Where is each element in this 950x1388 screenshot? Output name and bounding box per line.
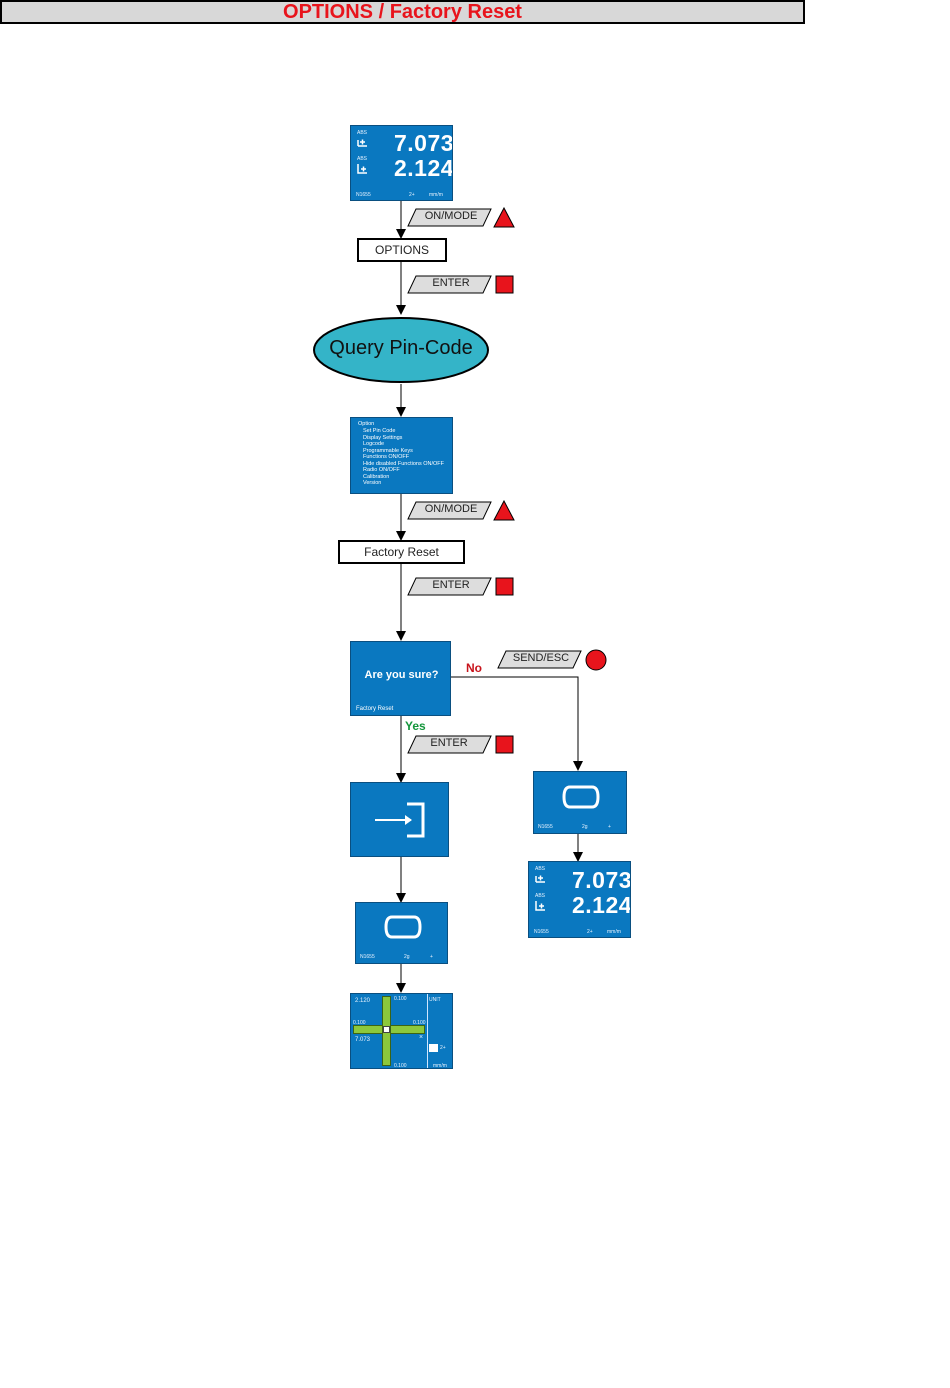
value-top: 7.073 <box>394 130 453 156</box>
enter-key-label-2: ENTER <box>432 579 470 591</box>
menu-item: Hide disabled Functions ON/OFF <box>363 460 445 467</box>
options-menu-screen: Option Set Pin Code Display Settings Log… <box>350 417 453 494</box>
query-pin-label: Query Pin-Code <box>329 337 473 359</box>
measurement-screen-end: ABS 7.073 ABS 2.124 N1655 2+ mm/m <box>528 861 631 938</box>
triangle-key-icon <box>493 206 515 228</box>
sync-cycle-icon <box>562 785 600 809</box>
value-bottom: 2.124 <box>572 892 631 918</box>
options-step-box: OPTIONS <box>357 238 447 262</box>
exit-arrow-icon <box>375 802 425 838</box>
divider <box>427 994 428 1068</box>
level-vertical-icon <box>357 164 367 174</box>
menu-item: Radio ON/OFF <box>363 467 400 473</box>
menu-title: Option <box>358 421 375 427</box>
value-bottom: 2.124 <box>394 155 453 181</box>
sync-screen-left: N1655 2g + <box>355 902 448 964</box>
sync-cycle-icon <box>384 915 422 939</box>
triangle-key-icon <box>493 499 515 521</box>
sync-screen-right: N1655 2g + <box>533 771 627 834</box>
unit-badge <box>429 1044 438 1052</box>
branch-yes-label: Yes <box>405 719 426 733</box>
onmode-key-label-2: ON/MODE <box>424 503 478 515</box>
square-key-icon <box>495 275 514 294</box>
menu-item: Functions ON/OFF <box>363 454 410 460</box>
cross-bubble <box>383 1026 390 1033</box>
measurement-screen-start: ABS 7.073 ABS 2.124 N1655 2+ mm/m <box>350 125 453 201</box>
menu-item: Programmable Keys <box>363 447 413 454</box>
restart-screen <box>350 782 449 857</box>
menu-item: Set Pin Code <box>363 428 396 434</box>
circle-key-icon <box>585 649 607 671</box>
onmode-key-label-1: ON/MODE <box>424 210 478 222</box>
enter-key-label-3: ENTER <box>430 737 468 749</box>
page-title-bar: OPTIONS / Factory Reset <box>0 0 805 24</box>
value-top: 7.073 <box>572 867 631 893</box>
level-horizontal-icon <box>535 875 545 883</box>
page-title: OPTIONS / Factory Reset <box>283 0 522 23</box>
menu-item: Display Settings <box>363 434 403 441</box>
menu-item: Version <box>363 480 382 486</box>
send-esc-key-label: SEND/ESC <box>512 652 570 664</box>
confirm-screen: Are you sure? Factory Reset <box>350 641 451 716</box>
square-key-icon <box>495 577 514 596</box>
factory-reset-step-box: Factory Reset <box>338 540 465 564</box>
confirm-footer: Factory Reset <box>356 706 394 712</box>
menu-item: Logcode <box>363 441 385 447</box>
query-pin-ellipse <box>313 317 489 383</box>
cross-level-screen: 2.120 7.073 UNIT 0.100 0.100 0.100 0.100… <box>350 993 453 1069</box>
level-vertical-icon <box>535 901 545 911</box>
enter-key-label-1: ENTER <box>432 277 470 289</box>
level-horizontal-icon <box>357 139 367 147</box>
branch-no-label: No <box>466 661 482 675</box>
menu-item: Calibration <box>363 473 390 480</box>
square-key-icon <box>495 735 514 754</box>
arrow-no-branch <box>451 676 583 771</box>
confirm-question: Are you sure? <box>364 669 439 681</box>
